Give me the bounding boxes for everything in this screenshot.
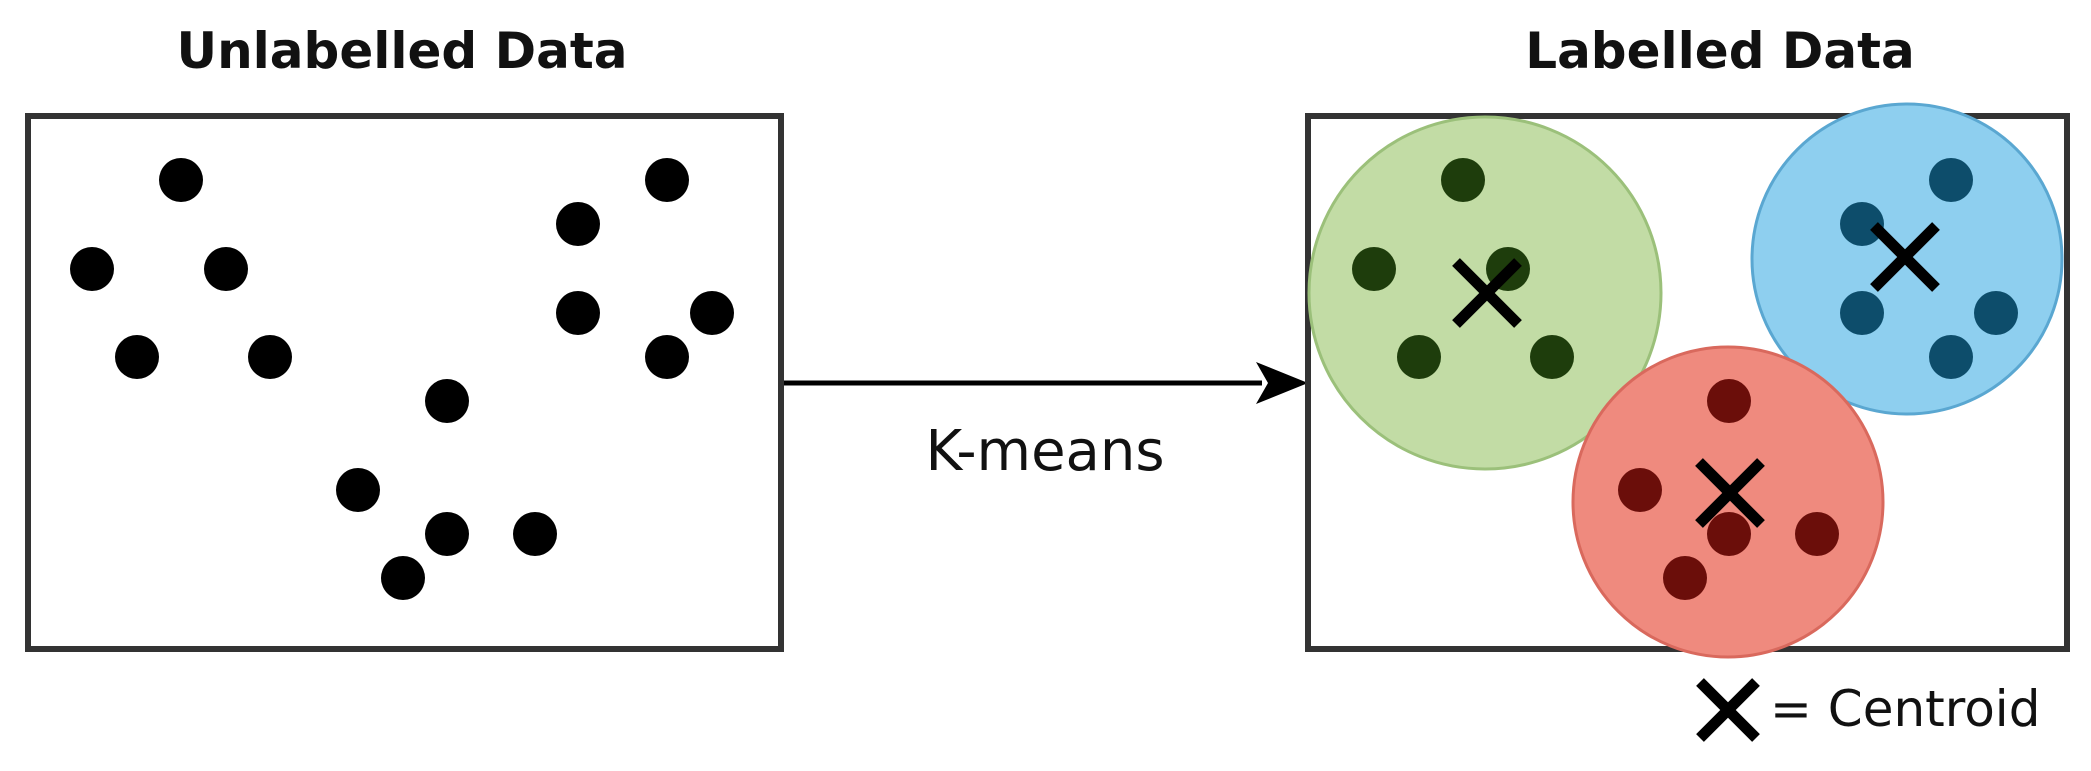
legend-label: = Centroid xyxy=(1770,680,2040,738)
data-point xyxy=(1618,468,1662,512)
arrow-head xyxy=(1256,362,1308,404)
data-point xyxy=(1840,291,1884,335)
data-point xyxy=(645,335,689,379)
data-point xyxy=(1974,291,2018,335)
data-point xyxy=(1707,379,1751,423)
centroid-x-mark xyxy=(1695,458,1765,528)
data-point xyxy=(513,512,557,556)
data-point xyxy=(645,158,689,202)
data-point xyxy=(1397,335,1441,379)
data-point xyxy=(1795,512,1839,556)
data-point xyxy=(248,335,292,379)
centroid-x-mark xyxy=(1452,258,1522,328)
data-point xyxy=(115,335,159,379)
legend-x-mark-icon xyxy=(1696,678,1760,742)
data-point xyxy=(1441,158,1485,202)
kmeans-label: K-means xyxy=(925,419,1164,484)
data-point xyxy=(1929,158,1973,202)
data-point xyxy=(556,291,600,335)
data-point xyxy=(425,512,469,556)
data-point xyxy=(1352,247,1396,291)
data-point xyxy=(381,556,425,600)
data-point xyxy=(1840,202,1884,246)
data-point xyxy=(159,158,203,202)
data-point xyxy=(70,247,114,291)
data-point xyxy=(425,379,469,423)
labelled-data-panel xyxy=(1305,102,2070,659)
data-point xyxy=(1707,512,1751,556)
unlabelled-data-title: Unlabelled Data xyxy=(176,22,627,80)
kmeans-arrow xyxy=(784,362,1308,404)
unlabelled-data-panel xyxy=(25,113,784,652)
legend: = Centroid xyxy=(1696,678,2040,742)
cluster-green xyxy=(1307,115,1663,471)
data-point xyxy=(1530,335,1574,379)
data-point xyxy=(556,202,600,246)
cluster-blue xyxy=(1750,102,2064,416)
data-point xyxy=(690,291,734,335)
cluster-red xyxy=(1571,345,1885,659)
data-point xyxy=(1929,335,1973,379)
data-point xyxy=(204,247,248,291)
data-point xyxy=(336,468,380,512)
labelled-data-title: Labelled Data xyxy=(1525,22,1915,80)
data-point xyxy=(1663,556,1707,600)
centroid-x-mark xyxy=(1870,222,1940,292)
